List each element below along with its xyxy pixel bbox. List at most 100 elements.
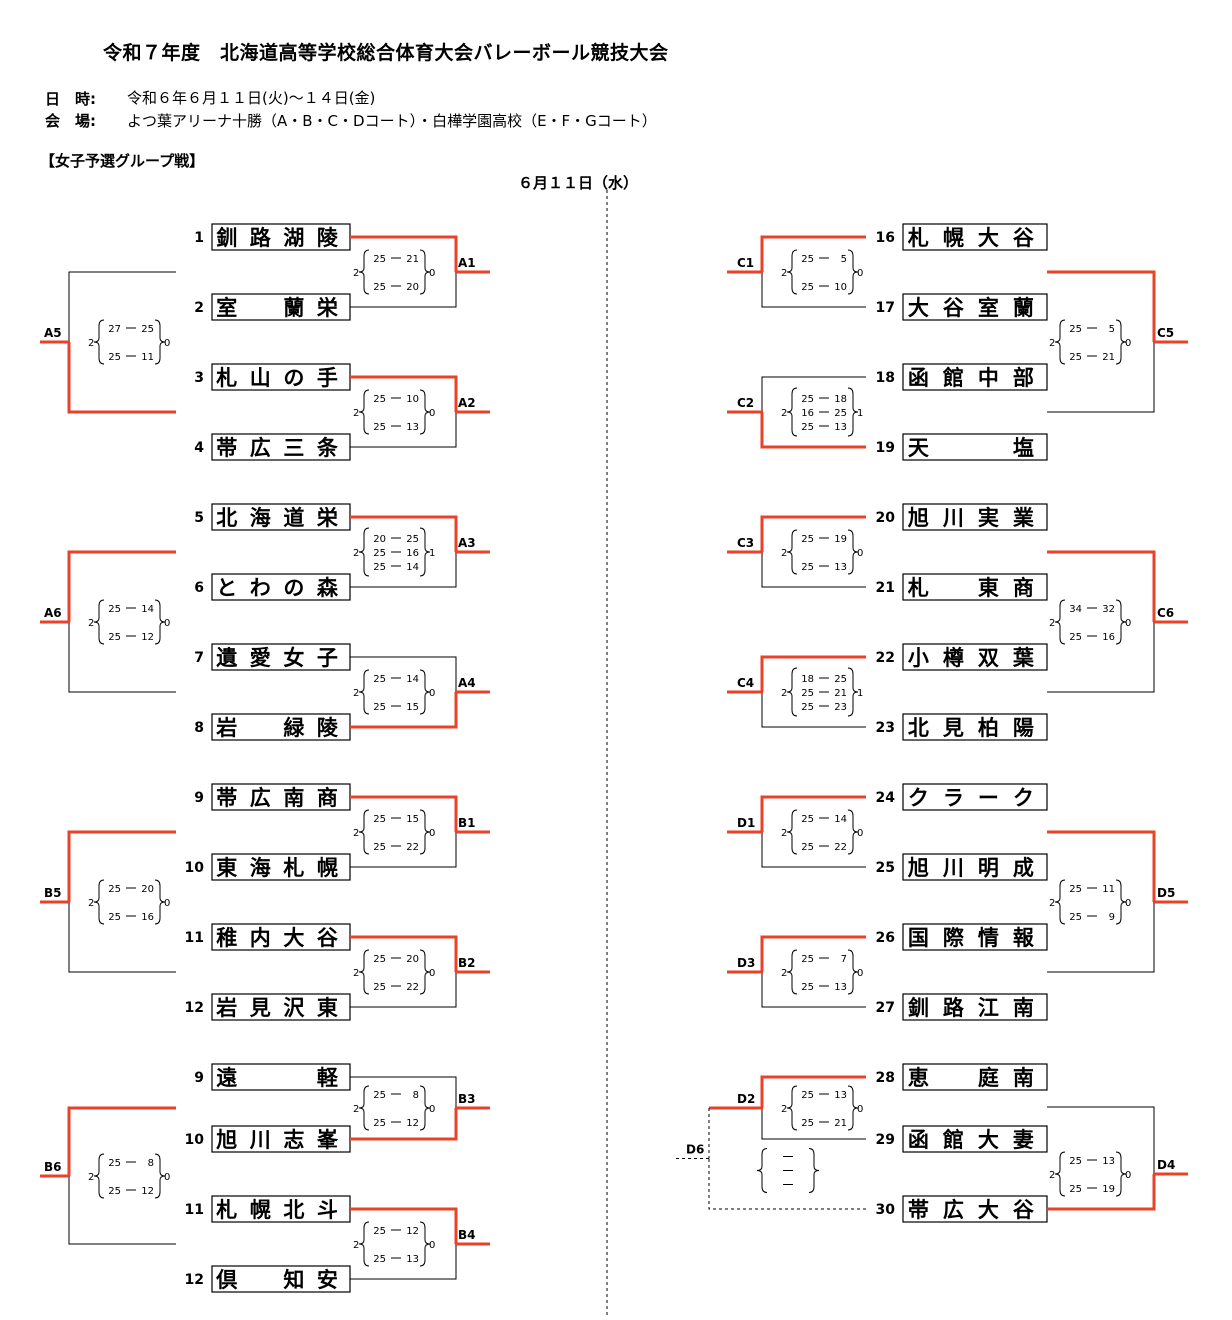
left-r1-A4-set1-b: 14 [406, 674, 419, 685]
right-team-2-box [902, 293, 1048, 321]
left-r1-B1-set2-b: 22 [406, 842, 419, 853]
left-team-15-char3: 北 [283, 1198, 304, 1222]
left-r1-B2-score-b: 0 [429, 968, 435, 979]
right-r2-D5-brace-open [1054, 879, 1066, 925]
left-team-7-box [211, 643, 351, 671]
left-team-2-char3: 蘭 [283, 296, 304, 320]
right-r1-C4-set1-b: 25 [834, 674, 847, 685]
right-team-14-char3: 大 [978, 1128, 999, 1152]
right-r1-D2-score-b: 0 [857, 1104, 863, 1115]
right-r1-C1-score-a: 2 [781, 268, 787, 279]
right-team-11-box [902, 923, 1048, 951]
right-team-9-char3: ー [978, 786, 999, 810]
left-r1-A4-brace-open [358, 669, 370, 715]
right-r1-D1-brace-open [786, 809, 798, 855]
left-r2-B6-score-a: 2 [88, 1172, 94, 1183]
right-r2-C6-set2-a: 25 [1069, 632, 1082, 643]
right-r1-D1-set1-a: 25 [801, 814, 814, 825]
left-r1-A4-bottom [350, 692, 458, 729]
left-r2-B5-bottom [68, 902, 176, 973]
left-r1-B3-set1-b: 8 [413, 1090, 419, 1101]
left-team-11-number: 11 [185, 930, 204, 946]
left-team-5-char1: 北 [216, 506, 237, 530]
left-team-5-char3: 道 [283, 506, 304, 530]
left-r2-B6-bottom [68, 1176, 176, 1245]
right-team-4-box [902, 433, 1048, 461]
left-r1-A1-bottom [350, 272, 457, 308]
right-team-6-number: 21 [876, 580, 895, 596]
left-r1-B1-top [350, 795, 458, 832]
left-r2-A5-brace-close [154, 319, 166, 365]
right-r2-D4-set1-b: 13 [1102, 1156, 1115, 1167]
right-r2-C6-score-a: 2 [1049, 618, 1055, 629]
left-r1-A2-brace-close [419, 389, 431, 435]
right-team-11-char1: 国 [908, 926, 929, 950]
right-r1-C2-set3-b: 13 [834, 422, 847, 433]
right-r2-D5-set2-a: 25 [1069, 912, 1082, 923]
left-team-12-char2: 見 [250, 996, 271, 1020]
right-team-14-number: 29 [876, 1132, 895, 1148]
right-r1-D3-score-a: 2 [781, 968, 787, 979]
right-team-6-char4: 商 [1013, 576, 1034, 600]
left-r1-B3-score-b: 0 [429, 1104, 435, 1115]
left-r1-A4-score-a: 2 [353, 688, 359, 699]
left-r2-B5-set1-b: 20 [141, 884, 154, 895]
right-r1-C2-brace-close [847, 387, 859, 437]
right-team-15-char2: 広 [943, 1198, 964, 1222]
right-r1-C1-brace-open [786, 249, 798, 295]
left-r1-A1-set2-b: 20 [406, 282, 419, 293]
left-r1-A2-bottom [350, 412, 457, 448]
venue-label: 会 場: [45, 112, 96, 130]
left-r1-A3-set1-b: 25 [406, 534, 419, 545]
right-team-5-char1: 旭 [907, 506, 929, 530]
left-r1-A3-set1-a: 20 [373, 534, 386, 545]
left-r1-A2-set1-a: 25 [373, 394, 386, 405]
left-r2-B6-set1-a: 25 [108, 1158, 121, 1169]
left-r2-A5-set2-b: 11 [141, 352, 154, 363]
left-r2-A5-top [68, 271, 176, 342]
left-team-9-char1: 帯 [216, 786, 237, 810]
left-team-10-char3: 札 [282, 856, 304, 880]
left-team-4-number: 4 [194, 440, 204, 456]
left-r2-A6-set1-a: 25 [108, 604, 121, 615]
left-team-10-char1: 東 [216, 856, 237, 880]
left-team-3-char2: 山 [250, 366, 271, 390]
left-r1-B4-set2-b: 13 [406, 1254, 419, 1265]
right-team-9-number: 24 [876, 790, 896, 806]
left-r1-B2-label: B2 [458, 956, 476, 970]
right-team-15-number: 30 [876, 1202, 896, 1218]
right-r1-D2-bottom [761, 1108, 866, 1140]
left-r1-B2-set2-b: 22 [406, 982, 419, 993]
right-team-10-char3: 明 [978, 856, 999, 880]
right-r2-D4-label: D4 [1157, 1158, 1175, 1172]
right-team-8-box [902, 713, 1048, 741]
right-r2-D4-brace-open [1054, 1151, 1066, 1197]
right-team-1-char1: 札 [907, 226, 929, 250]
left-r1-B1-score-b: 0 [429, 828, 435, 839]
right-r2-D4-set2-b: 19 [1102, 1184, 1115, 1195]
left-team-14-char2: 川 [249, 1128, 271, 1152]
right-r2-D4-brace-close [1115, 1151, 1127, 1197]
right-team-15-box [902, 1195, 1048, 1223]
left-r1-B1-set1-b: 15 [406, 814, 419, 825]
left-r1-A2-set2-b: 13 [406, 422, 419, 433]
left-r2-A6-brace-close [154, 599, 166, 645]
right-r2-D5-label: D5 [1157, 886, 1175, 900]
right-r2-C5-set2-a: 25 [1069, 352, 1082, 363]
right-team-7-char2: 樽 [943, 646, 964, 670]
right-r2-C5-brace-open [1054, 319, 1066, 365]
left-r2-A6-set2-b: 12 [141, 632, 154, 643]
right-team-5-number: 20 [876, 510, 896, 526]
right-team-14-char1: 函 [908, 1128, 929, 1152]
right-r1-C1-label: C1 [737, 256, 754, 270]
right-r1-D1-top [760, 795, 866, 832]
left-team-12-char3: 沢 [283, 996, 305, 1020]
left-team-5-number: 5 [194, 510, 204, 526]
right-r1-D1-set1-b: 14 [834, 814, 847, 825]
right-team-9-char4: ク [1013, 786, 1034, 810]
right-team-14-char4: 妻 [1013, 1128, 1034, 1152]
right-r2-C6-set2-b: 16 [1102, 632, 1115, 643]
right-team-9-char1: ク [908, 786, 929, 810]
left-r1-A4-label: A4 [458, 676, 476, 690]
